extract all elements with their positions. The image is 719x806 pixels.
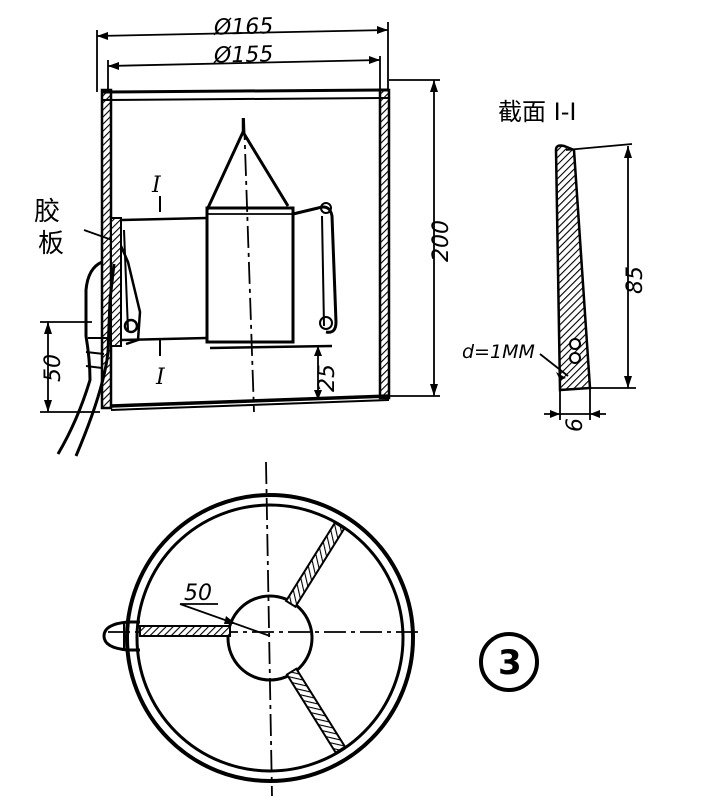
outer-ring	[125, 493, 415, 783]
label-rubber-bottom: 板	[38, 229, 64, 259]
label-offset-25: 25	[315, 364, 340, 392]
spoke-left	[139, 625, 231, 637]
front-view	[40, 22, 440, 457]
dim-line-inner-diameter	[107, 59, 381, 67]
label-rubber-top: 胶	[34, 197, 60, 227]
top-rim	[101, 88, 390, 94]
section-mark-top: I	[151, 173, 162, 198]
section-title: 截面 I-I	[498, 98, 576, 126]
spoke-upper-right	[284, 521, 346, 609]
arrowheads-front	[44, 26, 438, 412]
spoke-lower-right	[285, 667, 347, 754]
inner-cylinder	[205, 206, 295, 344]
knob	[102, 620, 140, 652]
figure-number-circle	[479, 632, 539, 692]
figure-number: 3	[498, 643, 522, 683]
hub	[226, 594, 314, 682]
section-mark-bottom: I	[155, 365, 166, 390]
label-inner-diameter: Ø155	[213, 42, 274, 69]
section-view	[539, 143, 636, 420]
right-wall	[378, 88, 391, 400]
center-line	[243, 117, 255, 413]
label-section-width: 6	[563, 418, 588, 432]
label-outer-diameter: Ø165	[213, 14, 274, 41]
label-hole-diameter: d=1MM	[462, 341, 535, 363]
label-offset-50: 50	[41, 354, 66, 382]
dim-line-outer-diameter	[96, 29, 389, 37]
hinge-pin	[123, 318, 139, 334]
label-height: 200	[429, 220, 454, 262]
inner-ring	[135, 503, 405, 773]
label-radius-50: 50	[184, 581, 212, 606]
handle-bar	[292, 205, 338, 334]
bottom-plate	[110, 394, 390, 408]
hose	[56, 260, 103, 455]
plan-view	[102, 461, 422, 797]
section-profile	[554, 144, 592, 392]
label-section-height: 85	[623, 266, 648, 294]
